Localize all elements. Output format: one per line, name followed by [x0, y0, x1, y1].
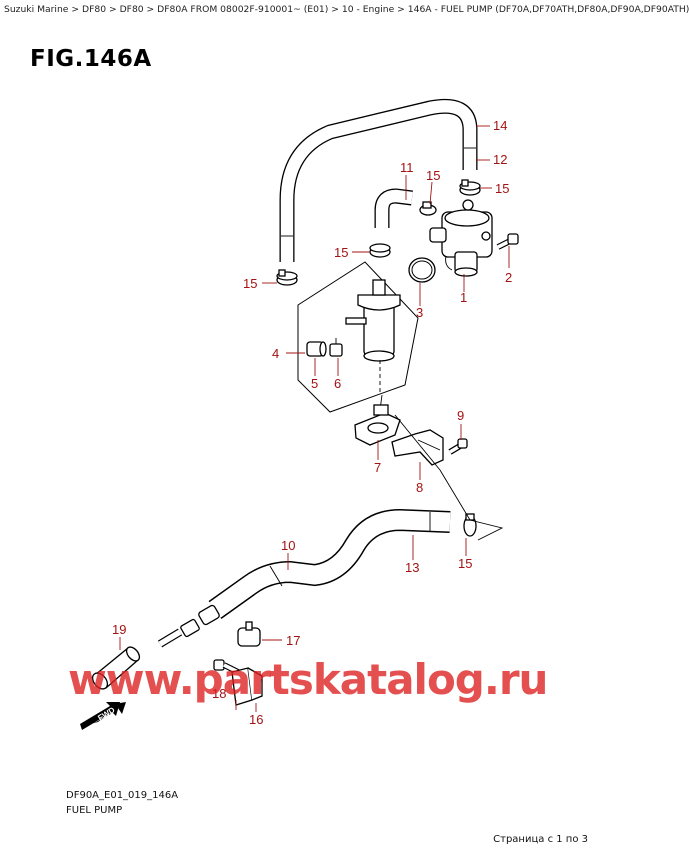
o-ring-3	[408, 257, 436, 283]
callout-4: 4	[272, 346, 279, 361]
callout-15-c: 15	[334, 245, 348, 260]
callout-15-b: 15	[495, 181, 509, 196]
callout-17: 17	[286, 633, 300, 648]
filter-19	[91, 646, 141, 690]
clamp-15-top-right	[459, 179, 481, 196]
callout-10: 10	[281, 538, 295, 553]
filter-assembly-4	[297, 261, 419, 413]
hose-11	[374, 188, 413, 228]
hose-14-12	[279, 98, 478, 262]
bolt-2	[496, 233, 519, 250]
callout-9: 9	[457, 408, 464, 423]
fuel-pump-1	[429, 199, 493, 277]
callout-15-a: 15	[426, 168, 440, 183]
bracket-8	[391, 429, 444, 466]
drawing-code: DF90A_E01_019_146A	[66, 790, 179, 801]
fwd-arrow-icon	[80, 702, 126, 730]
breadcrumb[interactable]: Suzuki Marine > DF80 > DF80 > DF80A FROM…	[4, 4, 689, 15]
callout-12: 12	[493, 152, 507, 167]
cap-5	[306, 341, 327, 357]
callout-6: 6	[334, 376, 341, 391]
clamp-15-mid	[419, 201, 437, 216]
leader-lines	[119, 125, 510, 712]
callout-13: 13	[405, 560, 419, 575]
clip-17	[237, 621, 261, 647]
callout-18: 18	[212, 686, 226, 701]
callout-1: 1	[460, 290, 467, 305]
callout-3: 3	[416, 305, 423, 320]
parts-diagram: FWD 14 12 11 15 15 15 15 2 1 3	[80, 98, 519, 730]
callout-7: 7	[374, 460, 381, 475]
clamp-15-left	[276, 269, 298, 286]
callout-2: 2	[505, 270, 512, 285]
callout-16: 16	[249, 712, 263, 727]
bolt-9	[448, 438, 468, 455]
drawing-name: FUEL PUMP	[66, 805, 123, 816]
clip-6	[329, 338, 343, 357]
callout-14: 14	[493, 118, 507, 133]
callout-8: 8	[416, 480, 423, 495]
hose-joint	[157, 604, 220, 648]
callout-15-d: 15	[243, 276, 257, 291]
callout-19: 19	[112, 622, 126, 637]
clamp-15-lower	[463, 513, 477, 537]
page-info: Страница с 1 по 3	[493, 834, 588, 845]
callout-11: 11	[400, 160, 414, 175]
bracket-16	[231, 667, 263, 706]
guide-lines	[394, 414, 504, 541]
watermark: www.partskatalog.ru	[68, 655, 548, 704]
callout-5: 5	[311, 376, 318, 391]
callout-15-e: 15	[458, 556, 472, 571]
clamp-15-center	[369, 243, 391, 258]
bracket-7	[354, 404, 401, 446]
hose-13-10	[208, 508, 451, 619]
figure-title: FIG.146A	[30, 46, 152, 72]
